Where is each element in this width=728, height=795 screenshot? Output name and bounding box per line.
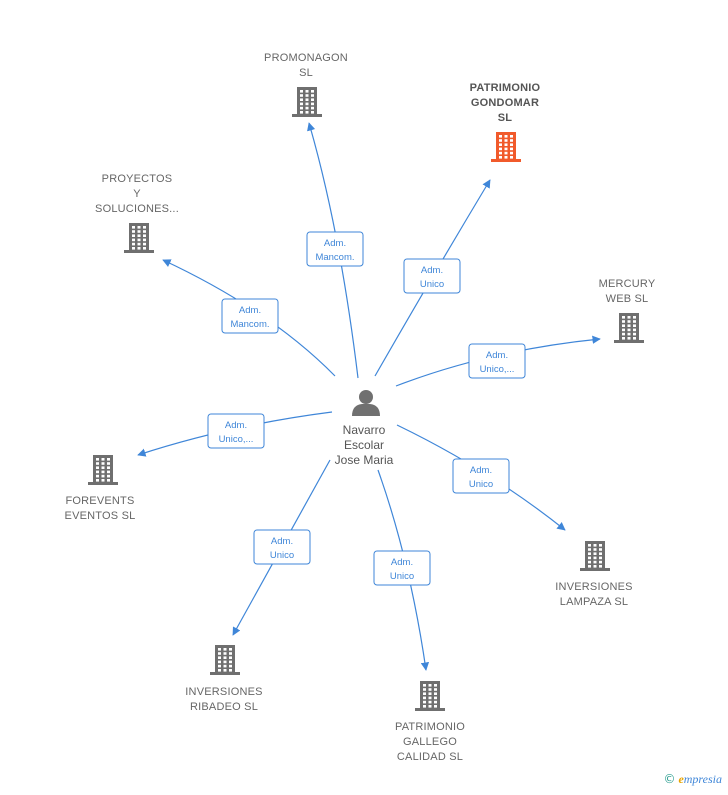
company-name-line: PATRIMONIO — [470, 82, 541, 94]
company-name-line: GONDOMAR — [471, 97, 539, 109]
empresia-watermark[interactable]: © empresia — [663, 772, 722, 787]
company-node-patrimonio-gondomar[interactable]: PATRIMONIO GONDOMAR SL — [470, 82, 541, 162]
company-name-line: PATRIMONIO — [395, 721, 465, 733]
company-node-mercury-web[interactable]: MERCURY WEB SL — [599, 278, 656, 343]
edge-label-box — [468, 343, 526, 379]
edge-label-box — [253, 529, 311, 565]
building-icon — [614, 313, 644, 343]
edge-label-inversiones-lampaza[interactable]: Adm. Unico — [452, 458, 510, 494]
edge-label-box — [403, 258, 461, 294]
nodes-layer: PROMONAGON SL PATRIMONIO GONDOMAR SL PROYECTO… — [65, 52, 656, 763]
edge-label-line: Unico — [420, 279, 444, 290]
company-name-line: INVERSIONES — [185, 686, 262, 698]
edge-label-line: Adm. — [470, 465, 492, 476]
edge-label-forevents-eventos[interactable]: Adm. Unico,... — [207, 413, 265, 449]
edge-label-proyectos-y-soluciones[interactable]: Adm. Mancom. — [221, 298, 279, 334]
building-icon — [210, 645, 240, 675]
edge-label-line: Unico,... — [480, 364, 515, 375]
edge-label-line: Unico — [270, 550, 294, 561]
watermark-brand-rest: mpresia — [683, 772, 722, 786]
watermark-brand-initial: e — [678, 772, 684, 786]
edge-label-line: Adm. — [486, 350, 508, 361]
edge-label-box — [207, 413, 265, 449]
company-node-promonagon[interactable]: PROMONAGON SL — [264, 52, 348, 117]
building-icon — [88, 455, 118, 485]
company-name-line: Y — [133, 188, 141, 200]
company-name-line: INVERSIONES — [555, 581, 632, 593]
company-name-line: CALIDAD SL — [397, 751, 463, 763]
edge-label-box — [221, 298, 279, 334]
company-name-line: LAMPAZA SL — [560, 596, 628, 608]
edge-labels-layer: Adm.Mancom.Adm.UnicoAdm.Mancom.Adm.Unico… — [207, 231, 526, 586]
company-name-line: FOREVENTS — [65, 495, 134, 507]
company-name-line: SL — [299, 67, 313, 79]
edge-label-patrimonio-gallego-calidad[interactable]: Adm. Unico — [373, 550, 431, 586]
company-name-line: GALLEGO — [403, 736, 457, 748]
company-name-line: PROMONAGON — [264, 52, 348, 64]
company-node-patrimonio-gallego-calidad[interactable]: PATRIMONIO GALLEGO CALIDAD SL — [395, 681, 465, 763]
edge-label-mercury-web[interactable]: Adm. Unico,... — [468, 343, 526, 379]
building-icon — [580, 541, 610, 571]
edge-label-line: Adm. — [324, 238, 346, 249]
person-icon — [352, 390, 380, 416]
edge-label-box — [452, 458, 510, 494]
edge-label-promonagon[interactable]: Adm. Mancom. — [306, 231, 364, 267]
company-node-inversiones-ribadeo[interactable]: INVERSIONES RIBADEO SL — [185, 645, 262, 713]
company-name-line: SL — [498, 112, 513, 124]
company-name-line: WEB SL — [606, 293, 649, 305]
company-name-line: RIBADEO SL — [190, 701, 258, 713]
company-name-line: MERCURY — [599, 278, 656, 290]
building-icon — [292, 87, 322, 117]
edge-label-line: Unico — [390, 571, 414, 582]
company-name-line: EVENTOS SL — [65, 510, 136, 522]
person-name-line: Jose Maria — [335, 453, 394, 467]
edge-label-box — [373, 550, 431, 586]
copyright-icon: © — [663, 772, 676, 786]
edge-label-line: Unico,... — [219, 434, 254, 445]
edge-label-line: Adm. — [271, 536, 293, 547]
company-node-forevents-eventos[interactable]: FOREVENTS EVENTOS SL — [65, 455, 136, 522]
person-name-line: Navarro — [343, 423, 386, 437]
edge-label-line: Adm. — [225, 420, 247, 431]
edge-label-patrimonio-gondomar[interactable]: Adm. Unico — [403, 258, 461, 294]
company-name-line: SOLUCIONES... — [95, 203, 179, 215]
company-name-line: PROYECTOS — [102, 173, 173, 185]
edge-label-line: Mancom. — [315, 252, 354, 263]
edge-label-inversiones-ribadeo[interactable]: Adm. Unico — [253, 529, 311, 565]
edge-label-line: Adm. — [421, 265, 443, 276]
edge-label-line: Mancom. — [230, 319, 269, 330]
person-name-line: Escolar — [344, 438, 384, 452]
company-node-inversiones-lampaza[interactable]: INVERSIONES LAMPAZA SL — [555, 541, 632, 608]
edge-label-line: Adm. — [391, 557, 413, 568]
edge-label-line: Adm. — [239, 305, 261, 316]
building-icon — [491, 132, 521, 162]
company-node-proyectos-y-soluciones[interactable]: PROYECTOS Y SOLUCIONES... — [95, 173, 179, 253]
building-icon — [124, 223, 154, 253]
edge-label-line: Unico — [469, 479, 493, 490]
building-icon — [415, 681, 445, 711]
edge-label-box — [306, 231, 364, 267]
